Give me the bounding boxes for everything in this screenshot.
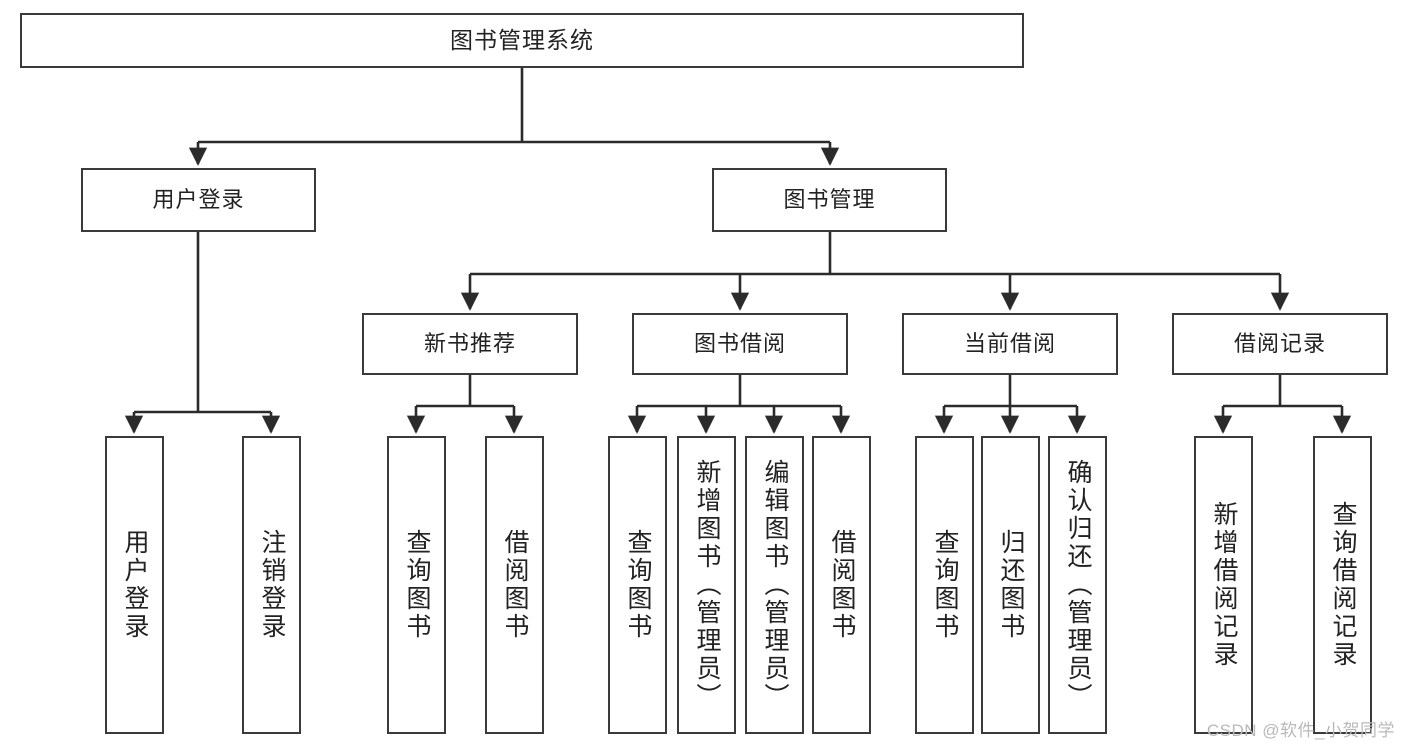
node-root-book-management-system[interactable]: 图书管理系统 <box>20 13 1024 68</box>
leaf-user-login-logout[interactable]: 注销登录 <box>242 436 301 734</box>
leaf-current-borrow-query[interactable]: 查询图书 <box>915 436 974 734</box>
node-label: 图书借阅 <box>693 331 786 357</box>
node-label: 新增借阅记录 <box>1210 501 1238 669</box>
leaf-current-borrow-return[interactable]: 归还图书 <box>981 436 1040 734</box>
node-label: 图书管理 <box>783 187 876 213</box>
node-book-borrow[interactable]: 图书借阅 <box>632 313 848 375</box>
leaf-borrow-record-add[interactable]: 新增借阅记录 <box>1194 436 1253 734</box>
node-label: 注销登录 <box>258 529 286 641</box>
node-book-management[interactable]: 图书管理 <box>712 168 947 232</box>
node-new-book-recommend[interactable]: 新书推荐 <box>362 313 578 375</box>
node-label: 新增图书（管理员） <box>693 459 721 711</box>
node-borrow-record[interactable]: 借阅记录 <box>1172 313 1388 375</box>
leaf-borrow-record-query[interactable]: 查询借阅记录 <box>1313 436 1372 734</box>
node-label: 查询图书 <box>403 529 431 641</box>
node-current-borrow[interactable]: 当前借阅 <box>902 313 1118 375</box>
node-label: 编辑图书（管理员） <box>761 459 789 711</box>
node-label: 用户登录 <box>152 187 245 213</box>
leaf-new-book-query[interactable]: 查询图书 <box>387 436 446 734</box>
node-label: 查询借阅记录 <box>1329 501 1357 669</box>
node-label: 借阅图书 <box>501 529 529 641</box>
node-label: 当前借阅 <box>963 331 1056 357</box>
leaf-new-book-borrow[interactable]: 借阅图书 <box>485 436 544 734</box>
leaf-book-borrow-query[interactable]: 查询图书 <box>608 436 667 734</box>
node-user-login[interactable]: 用户登录 <box>81 168 316 232</box>
leaf-book-borrow-borrow[interactable]: 借阅图书 <box>812 436 871 734</box>
node-label: 借阅记录 <box>1233 331 1326 357</box>
leaf-book-borrow-add-admin[interactable]: 新增图书（管理员） <box>677 436 736 734</box>
node-label: 借阅图书 <box>828 529 856 641</box>
node-label: 确认归还（管理员） <box>1064 459 1092 711</box>
watermark: CSDN @软件_小贺同学 <box>1206 721 1395 740</box>
node-label: 查询图书 <box>931 529 959 641</box>
node-label: 查询图书 <box>624 529 652 641</box>
node-label: 图书管理系统 <box>450 27 594 54</box>
leaf-user-login-login[interactable]: 用户登录 <box>105 436 164 734</box>
node-label: 新书推荐 <box>423 331 516 357</box>
leaf-book-borrow-edit-admin[interactable]: 编辑图书（管理员） <box>745 436 804 734</box>
leaf-current-borrow-confirm-return-admin[interactable]: 确认归还（管理员） <box>1048 436 1107 734</box>
node-label: 归还图书 <box>997 529 1025 641</box>
node-label: 用户登录 <box>121 529 149 641</box>
